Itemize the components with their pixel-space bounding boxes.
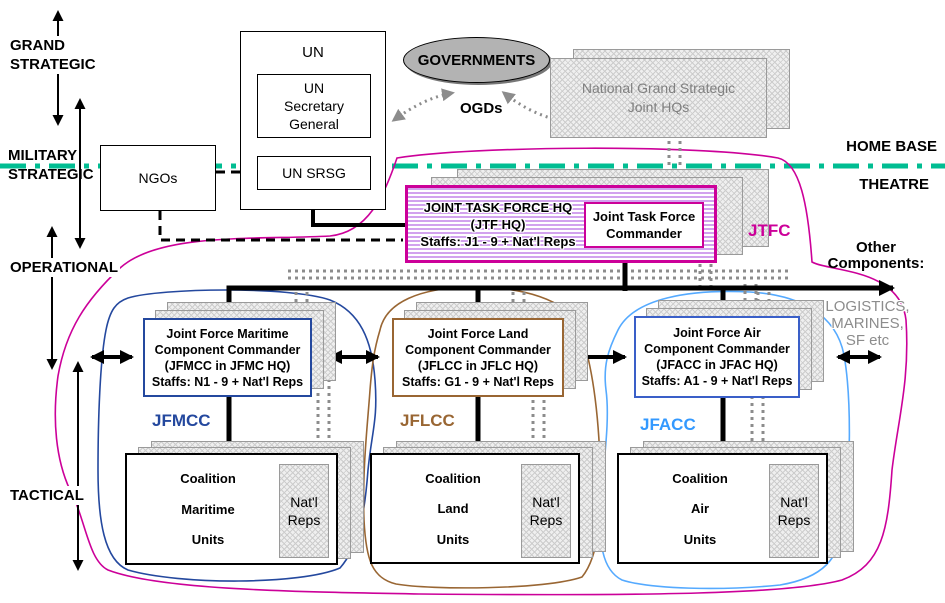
theatre-label: THEATRE xyxy=(859,176,929,193)
maritime-blob xyxy=(97,289,377,582)
jtfc-label: JTFC xyxy=(748,221,791,240)
land-units-box: Coalition Land Units Nat'l Reps xyxy=(370,453,580,564)
air-units-box: Coalition Air Units Nat'l Reps xyxy=(617,453,828,564)
maritime-commander-box: Joint Force Maritime Component Commander… xyxy=(143,318,312,397)
other-components-list: LOGISTICS, MARINES, SF etc xyxy=(825,298,910,349)
jtf-hq-box: JOINT TASK FORCE HQ (JTF HQ) Staffs: J1 … xyxy=(405,185,717,263)
jflcc-label: JFLCC xyxy=(400,411,455,430)
ngo-dashed-links xyxy=(158,170,403,242)
un-secretary-general-box: UN Secretary General xyxy=(257,74,371,138)
maritime-natl-reps-box: Nat'l Reps xyxy=(279,464,329,558)
maritime-units-box: Coalition Maritime Units Nat'l Reps xyxy=(125,453,338,565)
level-grand-strategic: GRAND STRATEGIC xyxy=(8,36,98,74)
air-units-text: Coalition Air Units xyxy=(672,470,728,547)
ogds-label: OGDs xyxy=(460,100,503,117)
level-tactical: TACTICAL xyxy=(8,486,86,505)
jfmcc-label: JFMCC xyxy=(152,411,211,430)
land-units-text: Coalition Land Units xyxy=(425,470,481,547)
national-hqs-box: National Grand Strategic Joint HQs xyxy=(550,58,767,138)
air-natl-reps-box: Nat'l Reps xyxy=(769,464,819,558)
un-title: UN xyxy=(302,43,324,61)
air-commander-box: Joint Force Air Component Commander (JFA… xyxy=(634,316,800,398)
jfacc-label: JFACC xyxy=(640,415,696,434)
land-natl-reps-box: Nat'l Reps xyxy=(521,464,571,558)
other-components-heading: Other Components: xyxy=(827,239,925,272)
jtf-commander-box: Joint Task Force Commander xyxy=(584,202,704,248)
land-commander-box: Joint Force Land Component Commander (JF… xyxy=(392,318,564,397)
ngos-box: NGOs xyxy=(100,145,216,211)
governments-ellipse: GOVERNMENTS xyxy=(403,37,550,83)
jtf-hq-text: JOINT TASK FORCE HQ (JTF HQ) Staffs: J1 … xyxy=(420,199,576,249)
level-military-strategic: MILITARY STRATEGIC xyxy=(8,147,94,183)
level-operational: OPERATIONAL xyxy=(8,258,121,277)
maritime-units-text: Coalition Maritime Units xyxy=(180,470,236,548)
un-srsg-box: UN SRSG xyxy=(257,156,371,190)
home-base-label: HOME BASE xyxy=(846,138,937,155)
land-blob xyxy=(362,286,602,589)
